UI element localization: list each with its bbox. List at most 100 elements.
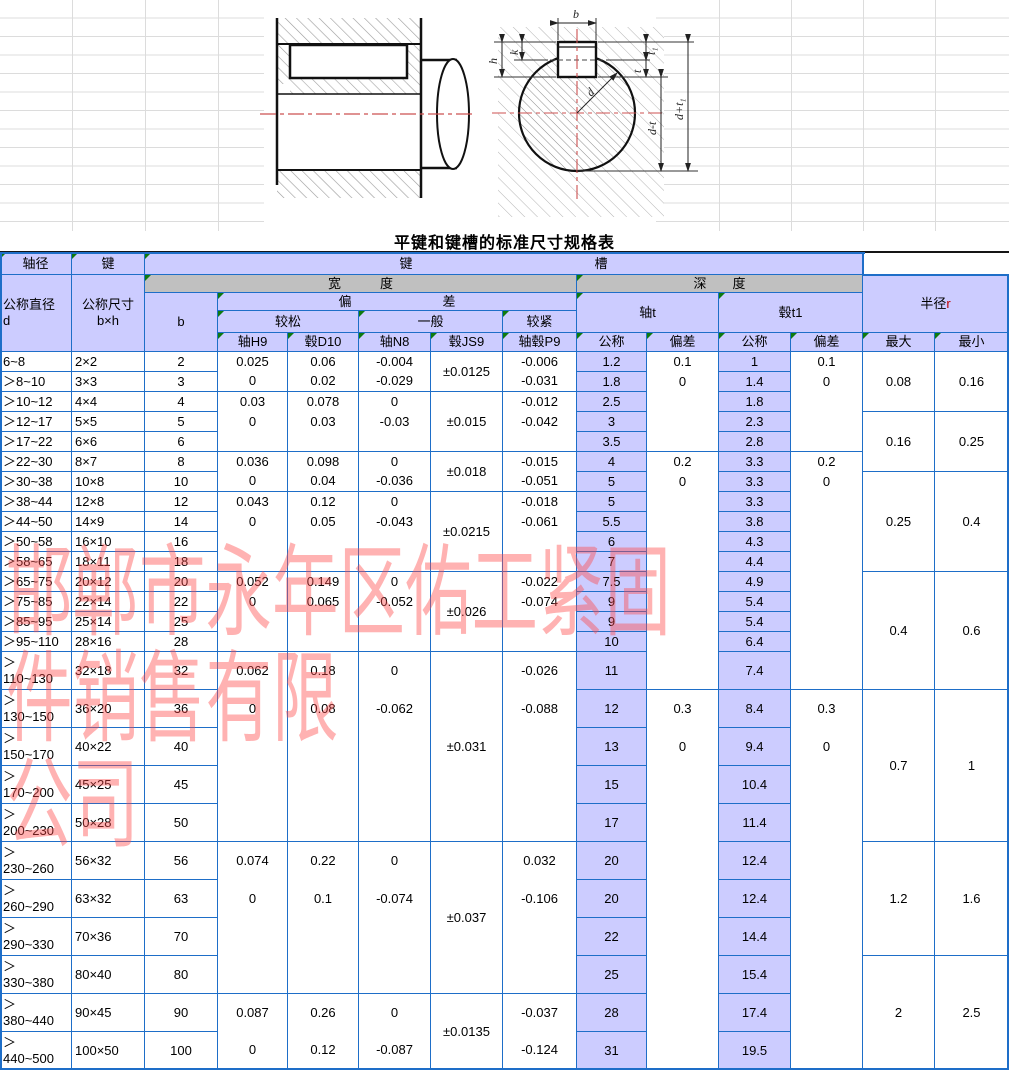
cell-n8-group[interactable]: 0-0.087 [359,994,431,1070]
cell-b[interactable]: 22 [145,592,218,612]
cell-shaft-t-nominal[interactable]: 11 [577,652,647,690]
cell-diameter-range[interactable]: ＞17~22 [0,432,72,452]
cell-b[interactable]: 70 [145,918,218,956]
cell-radius-min-group[interactable]: 0.16 [935,352,1009,412]
cell-hub-t1-nominal[interactable]: 3.3 [719,452,791,472]
cell-diameter-range[interactable]: ＞ 130~150 [0,690,72,728]
cell-js9-group[interactable]: ±0.0125 [431,352,503,392]
header-nominal-diameter[interactable]: 公称直径 d [0,275,72,352]
cell-diameter-range[interactable]: ＞ 440~500 [0,1032,72,1070]
cell-diameter-range[interactable]: ＞ 170~200 [0,766,72,804]
cell-diameter-range[interactable]: ＞75~85 [0,592,72,612]
cell-radius-min-group[interactable]: 1.6 [935,842,1009,956]
cell-b[interactable]: 6 [145,432,218,452]
cell-shaft-t-nominal[interactable]: 2.5 [577,392,647,412]
cell-diameter-range[interactable]: ＞30~38 [0,472,72,492]
cell-diameter-range[interactable]: ＞85~95 [0,612,72,632]
cell-js9-group[interactable]: ±0.015 [431,392,503,452]
header-tolerance-class[interactable]: 毂D10 [288,333,359,352]
cell-radius-max-group[interactable]: 0.25 [863,472,935,572]
cell-hub-t1-nominal[interactable]: 15.4 [719,956,791,994]
cell-b[interactable]: 25 [145,612,218,632]
cell-key-size[interactable]: 8×7 [72,452,145,472]
cell-b[interactable]: 3 [145,372,218,392]
cell-shaft-t-nominal[interactable]: 20 [577,842,647,880]
cell-shaft-t-nominal[interactable]: 7 [577,552,647,572]
cell-diameter-range[interactable]: ＞50~58 [0,532,72,552]
cell-key-size[interactable]: 3×3 [72,372,145,392]
cell-p9-group[interactable]: 0.032-0.106 [503,842,577,994]
header-t-nominal[interactable]: 公称 [577,333,647,352]
cell-shaft-t-nominal[interactable]: 1.2 [577,352,647,372]
cell-hub-t1-nominal[interactable]: 2.3 [719,412,791,432]
cell-diameter-range[interactable]: ＞ 110~130 [0,652,72,690]
cell-radius-min-group[interactable]: 0.4 [935,472,1009,572]
cell-key-size[interactable]: 70×36 [72,918,145,956]
header-depth[interactable]: 深 度 [577,275,863,293]
cell-shaft-t-nominal[interactable]: 31 [577,1032,647,1070]
header-t-deviation[interactable]: 偏差 [647,333,719,352]
cell-hub-t1-nominal[interactable]: 5.4 [719,592,791,612]
cell-hub-t1-nominal[interactable]: 19.5 [719,1032,791,1070]
cell-hub-t1-nominal[interactable]: 4.4 [719,552,791,572]
cell-key-size[interactable]: 4×4 [72,392,145,412]
cell-b[interactable]: 16 [145,532,218,552]
cell-shaft-t-nominal[interactable]: 4 [577,452,647,472]
cell-shaft-t-nominal[interactable]: 17 [577,804,647,842]
cell-p9-group[interactable]: -0.037-0.124 [503,994,577,1070]
cell-shaft-t-nominal[interactable]: 9 [577,592,647,612]
cell-hub-t1-nominal[interactable]: 14.4 [719,918,791,956]
cell-shaft-t-nominal[interactable]: 15 [577,766,647,804]
cell-shaft-t-nominal[interactable]: 25 [577,956,647,994]
cell-hub-t1-nominal[interactable]: 3.8 [719,512,791,532]
cell-key-size[interactable]: 6×6 [72,432,145,452]
cell-radius-min-group[interactable]: 1 [935,690,1009,842]
cell-b[interactable]: 40 [145,728,218,766]
cell-b[interactable]: 100 [145,1032,218,1070]
cell-n8-group[interactable]: 0-0.036 [359,452,431,492]
cell-hub-t1-nominal[interactable]: 9.4 [719,728,791,766]
cell-key-size[interactable]: 10×8 [72,472,145,492]
cell-radius-max-group[interactable]: 0.4 [863,572,935,690]
cell-key-size[interactable]: 20×12 [72,572,145,592]
cell-p9-group[interactable]: -0.018-0.061 [503,492,577,572]
cell-radius-max-group[interactable]: 1.2 [863,842,935,956]
cell-diameter-range[interactable]: ＞ 330~380 [0,956,72,994]
cell-hub-t1-nominal[interactable]: 3.3 [719,472,791,492]
cell-b[interactable]: 2 [145,352,218,372]
header-hub-t1[interactable]: 毂t1 [719,293,863,333]
cell-diameter-range[interactable]: ＞12~17 [0,412,72,432]
cell-key-size[interactable]: 40×22 [72,728,145,766]
cell-js9-group[interactable]: ±0.031 [431,652,503,842]
cell-b[interactable]: 18 [145,552,218,572]
cell-diameter-range[interactable]: ＞ 230~260 [0,842,72,880]
cell-shaft-t-nominal[interactable]: 5 [577,472,647,492]
cell-p9-group[interactable]: -0.015-0.051 [503,452,577,492]
cell-key-size[interactable]: 50×28 [72,804,145,842]
cell-js9-group[interactable]: ±0.037 [431,842,503,994]
header-fit-tight[interactable]: 较紧 [503,311,577,333]
cell-key-size[interactable]: 18×11 [72,552,145,572]
cell-b[interactable]: 56 [145,842,218,880]
cell-radius-max-group[interactable]: 0.16 [863,412,935,472]
cell-b[interactable]: 5 [145,412,218,432]
cell-diameter-range[interactable]: ＞10~12 [0,392,72,412]
cell-radius-min-group[interactable]: 0.6 [935,572,1009,690]
cell-shaft-t-nominal[interactable]: 5 [577,492,647,512]
cell-hub-t1-nominal[interactable]: 17.4 [719,994,791,1032]
